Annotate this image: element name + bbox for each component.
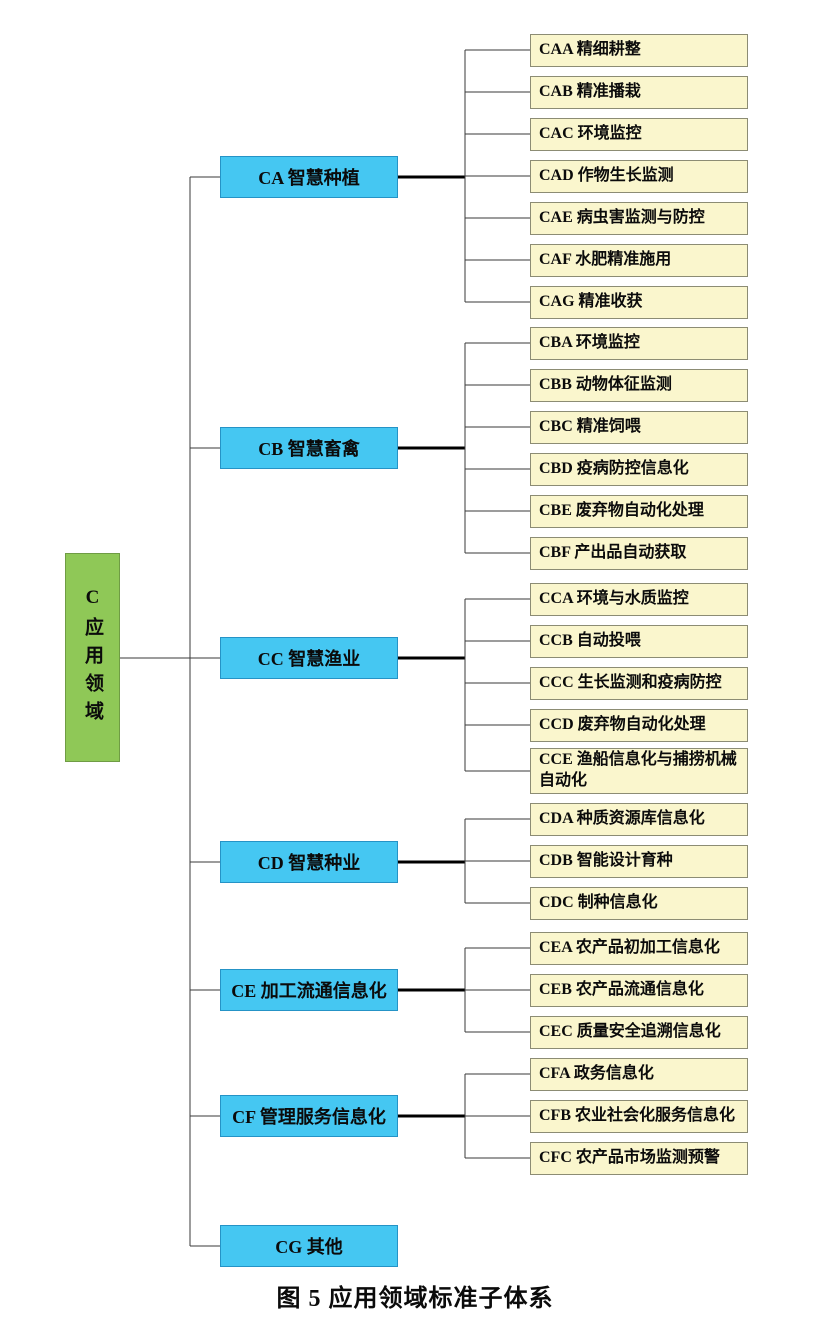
leaf-node-cad: CAD 作物生长监测 xyxy=(530,160,748,193)
leaf-node-caa: CAA 精细耕整 xyxy=(530,34,748,67)
leaf-connectors-ce xyxy=(464,947,530,1033)
branch-trunk-links xyxy=(398,175,465,1118)
leaf-node-cac: CAC 环境监控 xyxy=(530,118,748,151)
branch-node-ce: CE 加工流通信息化 xyxy=(220,969,398,1011)
leaf-node-cca: CCA 环境与水质监控 xyxy=(530,583,748,616)
leaf-node-cfc: CFC 农产品市场监测预警 xyxy=(530,1142,748,1175)
leaf-connectors-cb xyxy=(464,342,530,554)
branch-node-cc: CC 智慧渔业 xyxy=(220,637,398,679)
branch-node-cd: CD 智慧种业 xyxy=(220,841,398,883)
leaf-node-cfa: CFA 政务信息化 xyxy=(530,1058,748,1091)
leaf-node-ceb: CEB 农产品流通信息化 xyxy=(530,974,748,1007)
leaf-node-cae: CAE 病虫害监测与防控 xyxy=(530,202,748,235)
leaf-node-cdb: CDB 智能设计育种 xyxy=(530,845,748,878)
figure-caption: 图 5 应用领域标准子体系 xyxy=(276,1286,554,1312)
leaf-node-cfb: CFB 农业社会化服务信息化 xyxy=(530,1100,748,1133)
leaf-node-cea: CEA 农产品初加工信息化 xyxy=(530,932,748,965)
leaf-node-cce: CCE 渔船信息化与捕捞机械自动化 xyxy=(530,748,748,794)
leaf-node-cbe: CBE 废弃物自动化处理 xyxy=(530,495,748,528)
leaf-node-cab: CAB 精准播栽 xyxy=(530,76,748,109)
leaf-node-ccd: CCD 废弃物自动化处理 xyxy=(530,709,748,742)
branch-node-cb: CB 智慧畜禽 xyxy=(220,427,398,469)
leaf-node-cdc: CDC 制种信息化 xyxy=(530,887,748,920)
leaf-node-caf: CAF 水肥精准施用 xyxy=(530,244,748,277)
leaf-node-cbf: CBF 产出品自动获取 xyxy=(530,537,748,570)
leaf-node-cag: CAG 精准收获 xyxy=(530,286,748,319)
trunk-connectors xyxy=(120,176,220,1247)
branch-node-cg: CG 其他 xyxy=(220,1225,398,1267)
branch-node-ca: CA 智慧种植 xyxy=(220,156,398,198)
leaf-connectors-ca xyxy=(464,49,530,303)
leaf-node-cba: CBA 环境监控 xyxy=(530,327,748,360)
leaf-node-ccc: CCC 生长监测和疫病防控 xyxy=(530,667,748,700)
branch-node-cf: CF 管理服务信息化 xyxy=(220,1095,398,1137)
leaf-node-cbc: CBC 精准饲喂 xyxy=(530,411,748,444)
leaf-node-cbd: CBD 疫病防控信息化 xyxy=(530,453,748,486)
root-node-c-application-domain: C应用领域 xyxy=(65,553,120,762)
leaf-connectors-cf xyxy=(464,1073,530,1159)
leaf-connectors-cd xyxy=(464,818,530,904)
leaf-node-ccb: CCB 自动投喂 xyxy=(530,625,748,658)
leaf-node-cec: CEC 质量安全追溯信息化 xyxy=(530,1016,748,1049)
leaf-node-cda: CDA 种质资源库信息化 xyxy=(530,803,748,836)
leaf-node-cbb: CBB 动物体征监测 xyxy=(530,369,748,402)
leaf-connectors-cc xyxy=(464,598,530,772)
